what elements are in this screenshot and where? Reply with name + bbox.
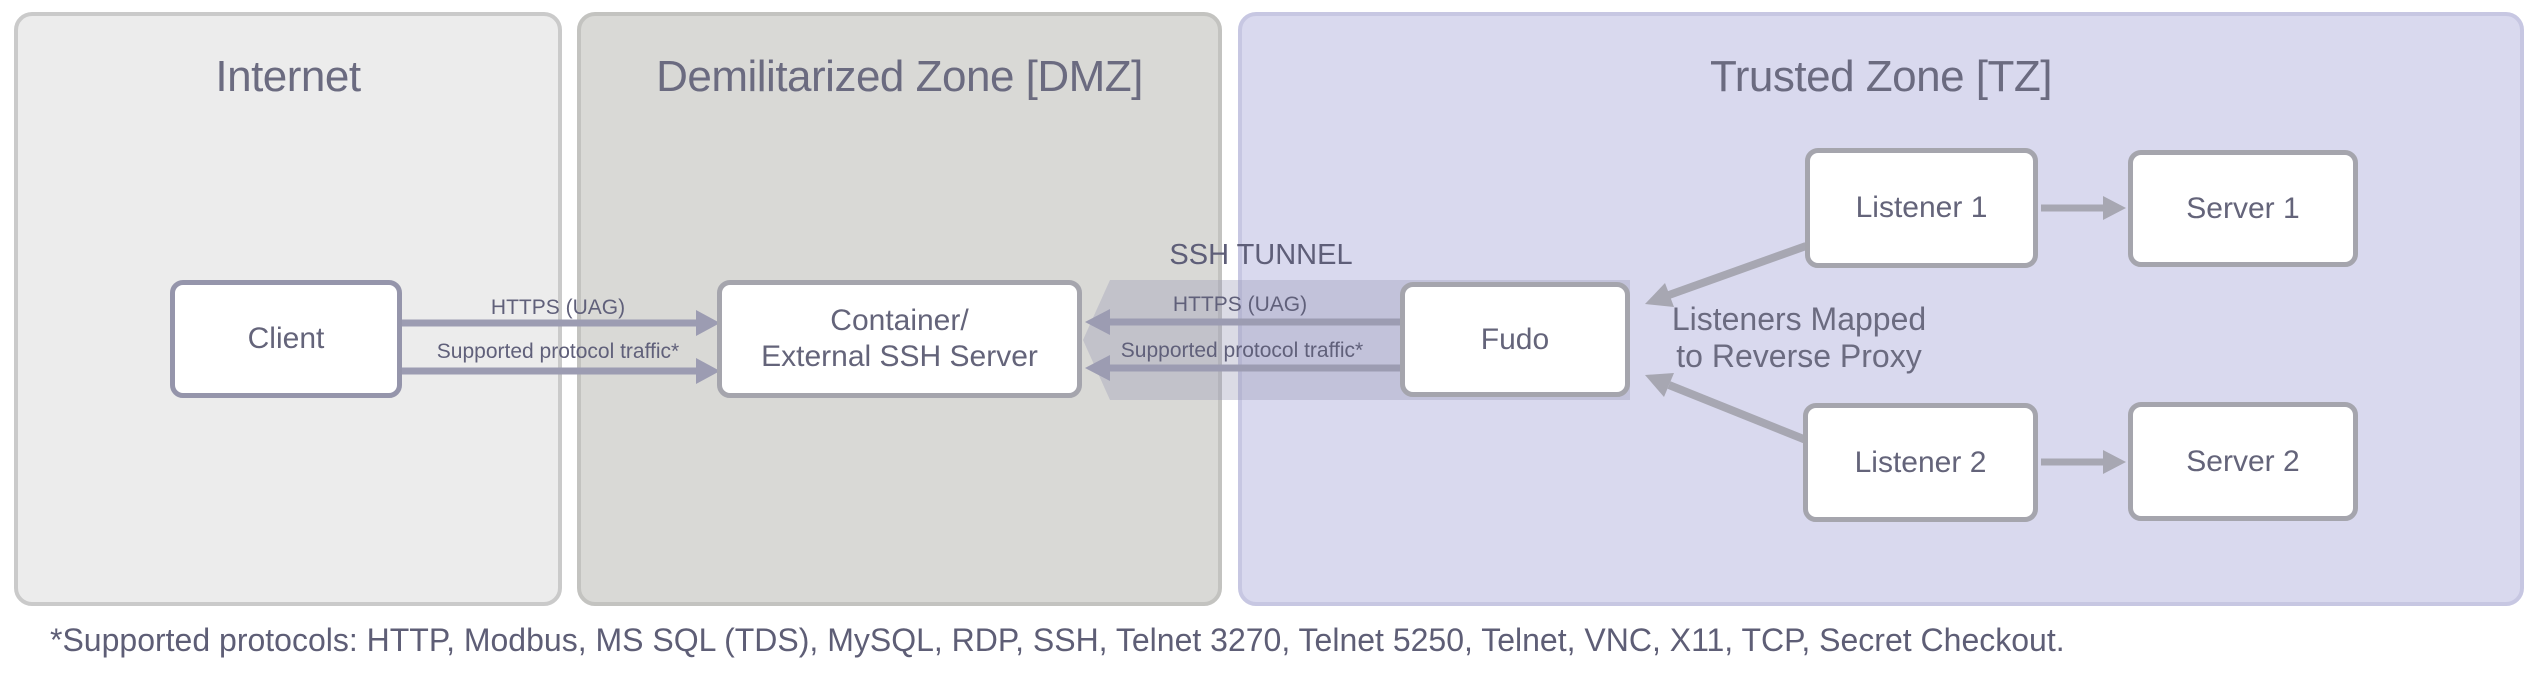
node-container-external-ssh-server: Container/ External SSH Server	[717, 280, 1082, 398]
label-tunnel-https: HTTPS (UAG)	[1172, 293, 1308, 316]
label-listeners-mapped: Listeners Mapped to Reverse Proxy	[1649, 301, 1949, 375]
node-listener-2: Listener 2	[1803, 403, 2038, 522]
node-container-label-line2: External SSH Server	[761, 340, 1038, 373]
node-server-1: Server 1	[2128, 150, 2358, 267]
arrow-listener2-server2-head	[2103, 450, 2126, 474]
label-client-container-protocol: Supported protocol traffic*	[436, 340, 680, 363]
label-client-container-https: HTTPS (UAG)	[490, 296, 626, 319]
arrow-listener1-server1-head	[2103, 196, 2126, 220]
node-client: Client	[170, 280, 402, 398]
supported-protocols-note: *Supported protocols: HTTP, Modbus, MS S…	[50, 622, 2065, 658]
arrow-client-container-https-head	[696, 310, 720, 336]
node-fudo: Fudo	[1400, 282, 1630, 397]
arrow-listener1-fudo-shaft	[1667, 242, 1808, 299]
node-server-2-label: Server 2	[2186, 444, 2300, 478]
node-container-label-line1: Container/	[830, 304, 969, 337]
node-server-2: Server 2	[2128, 402, 2358, 521]
arrow-listener2-fudo-head	[1645, 373, 1674, 397]
arrow-client-container-protocol-head	[696, 358, 720, 384]
node-client-label: Client	[247, 322, 325, 355]
label-listeners-mapped-line2: to Reverse Proxy	[1676, 338, 1922, 374]
arrow-tunnel-https-head	[1085, 309, 1110, 335]
node-listener-1-label: Listener 1	[1855, 191, 1988, 224]
label-ssh-tunnel-title: SSH TUNNEL	[1169, 239, 1353, 271]
arrow-listener1-fudo-head	[1645, 283, 1674, 307]
zone-tz-title: Trusted Zone [TZ]	[1710, 52, 2052, 101]
node-listener-2-label: Listener 2	[1854, 445, 1987, 479]
node-server-1-label: Server 1	[2186, 191, 2300, 225]
label-listeners-mapped-line1: Listeners Mapped	[1671, 301, 1927, 337]
zone-dmz-title: Demilitarized Zone [DMZ]	[656, 52, 1143, 101]
node-listener-1: Listener 1	[1805, 148, 2038, 268]
node-fudo-label: Fudo	[1480, 322, 1550, 356]
label-tunnel-protocol: Supported protocol traffic*	[1120, 339, 1364, 362]
arrow-tunnel-protocol-head	[1085, 355, 1110, 381]
arrow-listener2-fudo-shaft	[1667, 381, 1808, 444]
zone-internet-title: Internet	[215, 52, 361, 101]
